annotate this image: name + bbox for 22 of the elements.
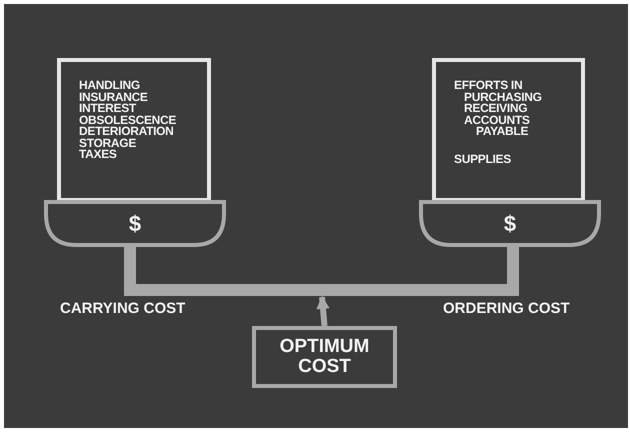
cost-item: EFFORTS IN (454, 80, 524, 92)
result-box (252, 326, 397, 388)
cost-item: DETERIORATION (79, 126, 174, 138)
cost-item: OBSOLESCENCE (79, 114, 178, 126)
dollar-sign: $ (504, 210, 516, 236)
cost-item: INSURANCE (79, 92, 149, 103)
dollar-sign: $ (128, 210, 142, 236)
cost-item: STORAGE (79, 138, 138, 149)
result-label: OPTIMUM COST (278, 337, 370, 377)
arrow (316, 296, 330, 326)
cost-label: CARRYING COST (60, 300, 186, 317)
cost-item: SUPPLIES (454, 154, 512, 165)
scale-pan (44, 200, 226, 247)
cost-item: TAXES (79, 149, 117, 160)
balance-beam (124, 245, 519, 296)
scale-pan (419, 200, 601, 247)
cost-item: PURCHASING (463, 92, 543, 103)
cost-label: ORDERING COST (443, 300, 570, 317)
cost-item: INTEREST (79, 103, 136, 114)
cost-item: ACCOUNTS PAYABLE (463, 114, 531, 138)
cost-item: RECEIVING (463, 103, 528, 114)
cost-item: HANDLING (79, 80, 141, 92)
